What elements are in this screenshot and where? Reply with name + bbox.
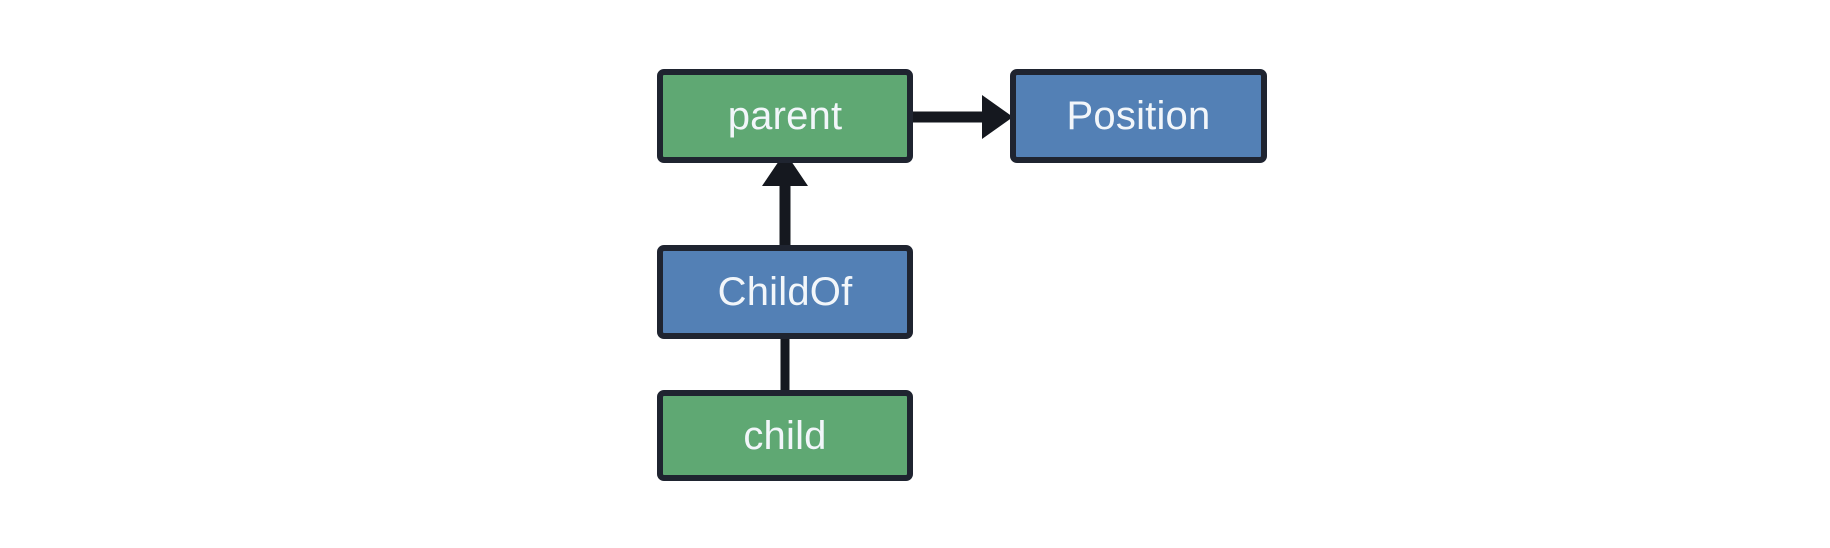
node-position-label: Position xyxy=(1066,94,1211,138)
node-child[interactable]: child xyxy=(657,390,913,481)
node-childof-label: ChildOf xyxy=(717,270,853,314)
node-childof[interactable]: ChildOf xyxy=(657,245,913,339)
node-parent-label: parent xyxy=(727,94,843,138)
node-child-label: child xyxy=(743,413,827,458)
node-position[interactable]: Position xyxy=(1010,69,1267,163)
node-parent[interactable]: parent xyxy=(657,69,913,163)
edge-parent-to-position xyxy=(911,95,1013,139)
edge-childof-to-parent xyxy=(762,152,808,245)
